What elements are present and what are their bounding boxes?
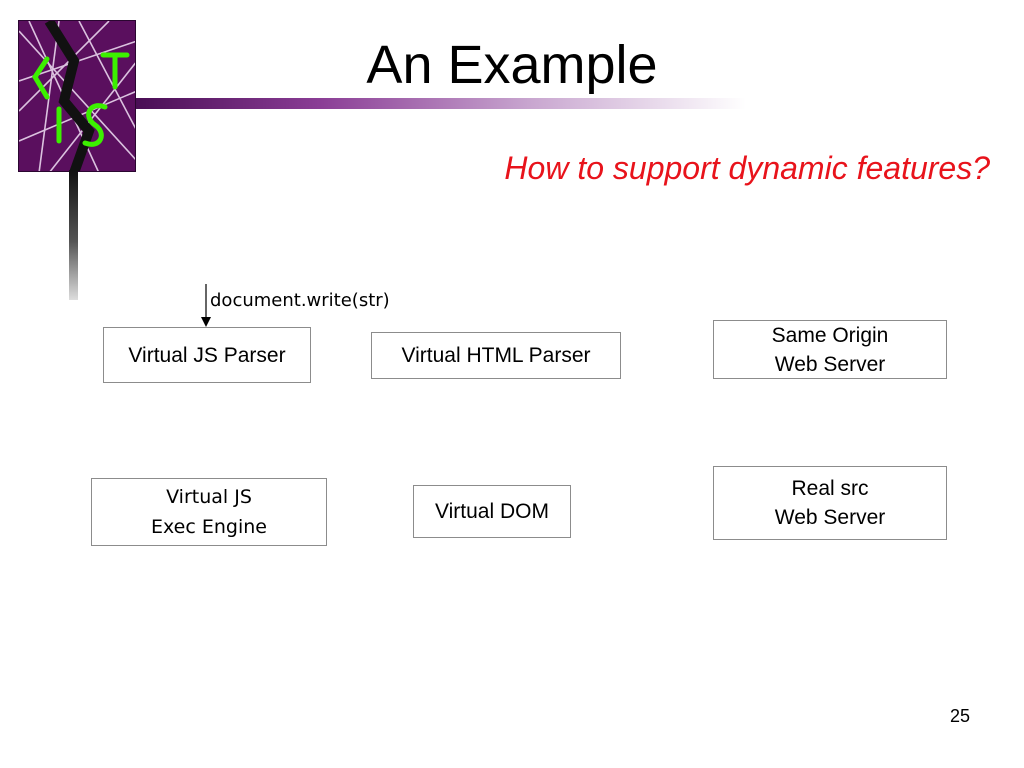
box-label: Virtual DOM <box>435 500 549 523</box>
same-origin-web-server-box: Same Origin Web Server <box>713 320 947 379</box>
real-src-web-server-box: Real src Web Server <box>713 466 947 540</box>
box-label: Virtual HTML Parser <box>401 344 591 367</box>
virtual-html-parser-box: Virtual HTML Parser <box>371 332 621 379</box>
page-number: 25 <box>949 706 970 726</box>
box-label: Virtual JS Parser <box>128 343 286 367</box>
box-label-line-2: Web Server <box>774 506 886 529</box>
down-arrow-icon <box>201 284 211 327</box>
virtual-js-exec-engine-box: Virtual JS Exec Engine <box>91 478 327 546</box>
decorative-vertical-bar <box>69 170 78 300</box>
box-label-line-2: Web Server <box>774 352 886 376</box>
box-label-line-1: Real src <box>791 477 869 500</box>
decorative-title-underline <box>136 98 746 109</box>
virtual-js-parser-box: Virtual JS Parser <box>103 327 311 383</box>
virtual-dom-box: Virtual DOM <box>413 485 571 538</box>
slide-title: An Example <box>366 35 658 95</box>
lis-lab-logo-icon <box>18 20 136 172</box>
box-label-line-1: Same Origin <box>771 323 889 347</box>
box-label-line-1: Virtual JS <box>166 486 252 508</box>
arrow-label: document.write(str) <box>210 290 390 311</box>
slide-subtitle: How to support dynamic features? <box>504 150 990 186</box>
box-label-line-2: Exec Engine <box>151 516 267 538</box>
